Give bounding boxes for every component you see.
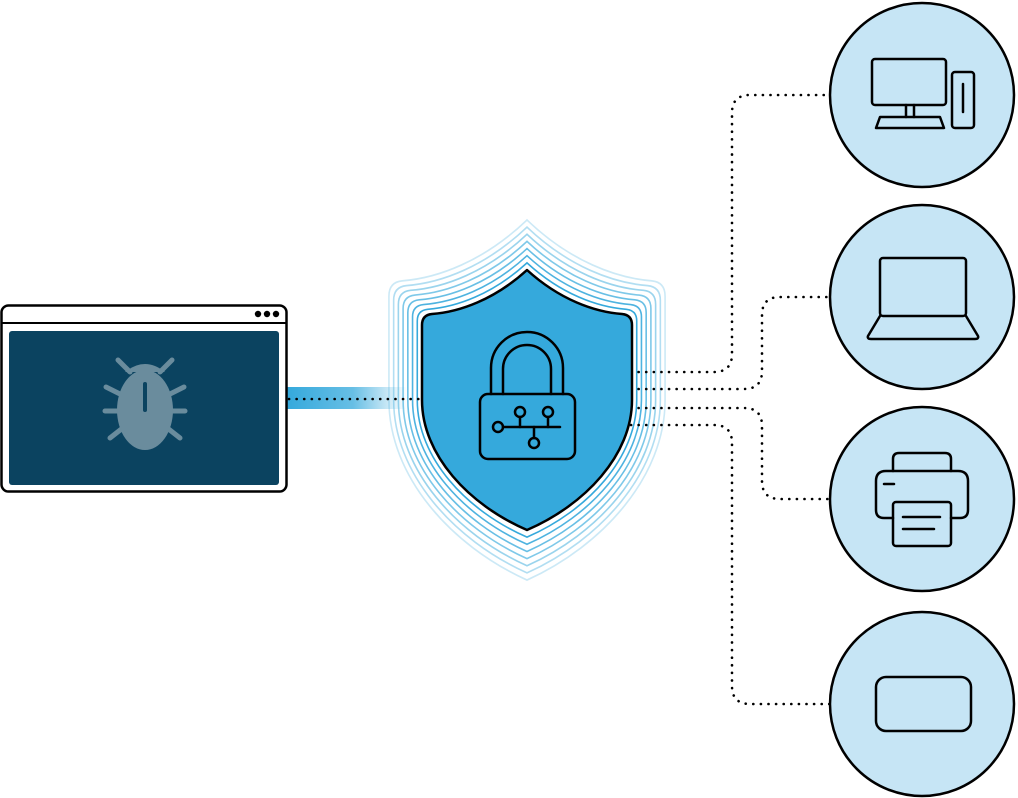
laptop-icon: [866, 256, 980, 341]
shield-ripple-ring: [402, 240, 652, 560]
endpoint-circle: [828, 405, 1016, 593]
endpoint-printer: [828, 405, 1016, 593]
connector-to-desktop-computer: [629, 93, 832, 374]
rounded-rectangle-device-icon: [874, 675, 973, 733]
padlock-circuit-icon: [478, 330, 577, 461]
shield-ripples: [388, 218, 666, 581]
connector-to-laptop: [629, 295, 832, 391]
shield-ripple-ring: [416, 261, 638, 539]
printer-icon: [874, 451, 970, 548]
window-control-dot: [254, 310, 262, 318]
connectors: [287, 93, 832, 706]
connector-to-generic-device: [629, 423, 832, 706]
shield-ripple-ring: [397, 233, 657, 567]
security-shield: [420, 268, 634, 532]
window-control-dot: [272, 310, 280, 318]
shield-shape: [420, 268, 634, 532]
source-browser-window: [0, 304, 288, 493]
connection-beam: [287, 387, 407, 409]
endpoint-circle: [828, 203, 1016, 391]
endpoint-desktop-computer: [828, 1, 1016, 189]
shield-ripple-ring: [392, 225, 662, 574]
endpoint-generic-device: [828, 610, 1016, 798]
bug-icon: [102, 357, 188, 450]
shield-ripple-ring: [388, 218, 666, 581]
window-control-dot: [263, 310, 271, 318]
endpoint-circle: [828, 1, 1016, 189]
endpoint-laptop: [828, 203, 1016, 391]
shield-ripple-ring: [411, 254, 643, 546]
endpoint-circle: [828, 610, 1016, 798]
shield-ripple-ring: [407, 247, 647, 553]
desktop-computer-icon: [870, 57, 976, 130]
connector-to-printer: [629, 406, 832, 501]
